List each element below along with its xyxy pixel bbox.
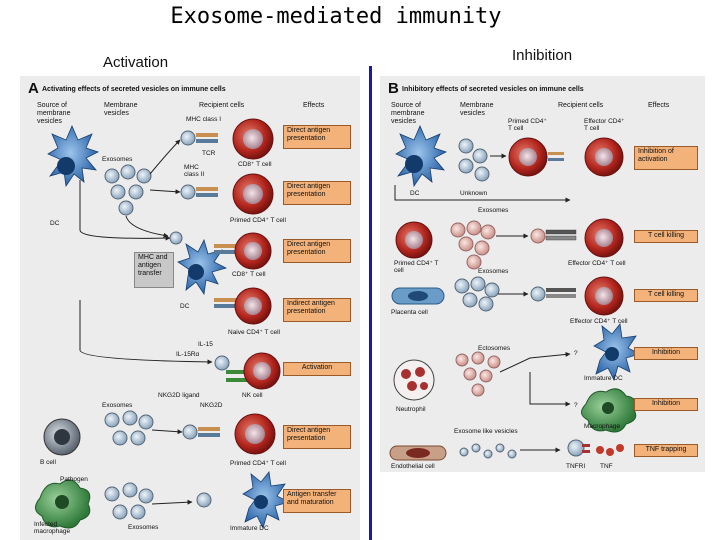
dc-cell-a2: [177, 238, 228, 296]
inhibition-subtitle: Inhibition: [512, 47, 573, 64]
label-effector-cd4-b2: Effector CD4⁺ T cell: [570, 318, 628, 325]
effect-box-a7: Antigen transfer and maturation: [283, 489, 351, 513]
label-exosome-like: Exosome like vesicles: [454, 428, 518, 435]
label-cd8-t-cell-1: CD8⁺ T cell: [238, 161, 272, 168]
label-question-1: ?: [574, 350, 578, 357]
label-neutrophil: Neutrophil: [396, 406, 426, 413]
vesicle-cluster-a3: [104, 482, 154, 520]
panel-a-letter: A: [28, 80, 39, 97]
panel-b-header-effects: Effects: [648, 102, 670, 109]
label-exosomes-b1: Exosomes: [478, 207, 509, 214]
vesicle-cluster-a1: [104, 164, 152, 216]
effect-box-a6: Direct antigen presentation: [283, 425, 351, 449]
effect-box-b6: TNF trapping: [634, 444, 698, 457]
label-cd8-t-cell-2: CD8⁺ T cell: [232, 271, 266, 278]
mhc-antigen-transfer-box: MHC and antigen transfer: [134, 252, 174, 288]
label-endothelial-cell: Endothelial cell: [391, 463, 435, 470]
effect-box-b3: T cell killing: [634, 289, 698, 302]
panel-b-title: Inhibitory effects of secreted vesicles …: [402, 86, 584, 93]
label-effector-cd4-head: Effector CD4⁺ T cell: [584, 118, 625, 132]
activation-subtitle: Activation: [103, 54, 169, 71]
panel-a-header-effects: Effects: [303, 102, 325, 109]
label-primed-cd4-head: Primed CD4⁺ T cell: [508, 118, 547, 132]
effect-box-a3: Direct antigen presentation: [283, 239, 351, 263]
label-nk-cell: NK cell: [242, 392, 263, 399]
dc-cell-a1: [47, 124, 100, 188]
label-effector-cd4-b1: Effector CD4⁺ T cell: [568, 260, 626, 267]
effect-box-a1: Direct antigen presentation: [283, 125, 351, 149]
label-tnfr1: TNFRI: [566, 463, 586, 470]
panel-b-header-source: Source of membrane vesicles: [391, 102, 425, 125]
label-dc-a1: DC: [50, 220, 60, 227]
label-il15ra: IL-15Rα: [176, 351, 200, 358]
label-exosomes-a3: Exosomes: [128, 524, 159, 531]
panel-b-header-vesicles: Membrane vesicles: [460, 102, 494, 117]
label-nkg2d-ligand: NKG2D ligand: [158, 392, 200, 399]
label-il15: IL-15: [198, 341, 213, 348]
label-immature-dc-b: Immature DC: [584, 375, 623, 382]
vesicle-cluster-a2: [104, 410, 154, 446]
label-exosomes-b2: Exosomes: [478, 268, 509, 275]
label-ectosomes: Ectosomes: [478, 345, 511, 352]
label-pathogen: Pathogen: [60, 476, 88, 483]
label-dc-a2: DC: [180, 303, 190, 310]
label-naive-cd4: Naive CD4⁺ T cell: [228, 329, 280, 336]
label-mhc-class-i: MHC class I: [186, 116, 222, 123]
immature-dc-a: [242, 471, 291, 530]
label-primed-cd4-a2: Primed CD4⁺ T cell: [230, 460, 286, 467]
label-tcr: TCR: [202, 150, 216, 157]
effect-box-b2: T cell killing: [634, 230, 698, 243]
panel-divider: [369, 66, 372, 540]
effect-box-b5: Inhibition: [634, 398, 698, 411]
effect-box-b4: Inhibition: [634, 347, 698, 360]
panel-a-header-vesicles: Membrane vesicles: [104, 102, 138, 117]
label-question-2: ?: [574, 402, 578, 409]
label-macrophage: Macrophage: [584, 423, 621, 430]
panel-b-header-recipients: Recipient cells: [558, 102, 604, 109]
label-tnf: TNF: [600, 463, 613, 470]
panel-a-header-recipients: Recipient cells: [199, 102, 245, 109]
label-unknown: Unknown: [460, 190, 488, 197]
effect-box-a5: Activation: [283, 362, 351, 376]
label-primed-cd4-source: Primed CD4⁺ T cell: [394, 260, 439, 274]
effect-box-a4: Indirect antigen presentation: [283, 298, 351, 322]
label-infected-macrophage: Infected macrophage: [34, 521, 71, 535]
panel-a-header-source: Source of membrane vesicles: [37, 102, 71, 125]
label-immature-dc-a: Immature DC: [230, 525, 269, 532]
label-primed-cd4-a1: Primed CD4⁺ T cell: [230, 217, 286, 224]
label-dc-b: DC: [410, 190, 420, 197]
effect-box-a2: Direct antigen presentation: [283, 181, 351, 205]
label-exosomes-a1: Exosomes: [102, 156, 133, 163]
effect-box-b1: Inhibition of activation: [634, 146, 698, 170]
panel-a-title: Activating effects of secreted vesicles …: [42, 86, 226, 93]
label-exosomes-a2: Exosomes: [102, 402, 133, 409]
label-b-cell: B cell: [40, 459, 56, 466]
label-placenta-cell: Placenta cell: [391, 309, 428, 316]
dc-cell-b1: [395, 124, 448, 188]
label-nkg2d: NKG2D: [200, 402, 223, 409]
panel-b-letter: B: [388, 80, 399, 97]
label-mhc-class-ii: MHC class II: [184, 164, 205, 178]
slide-title: Exosome-mediated immunity: [170, 4, 502, 29]
